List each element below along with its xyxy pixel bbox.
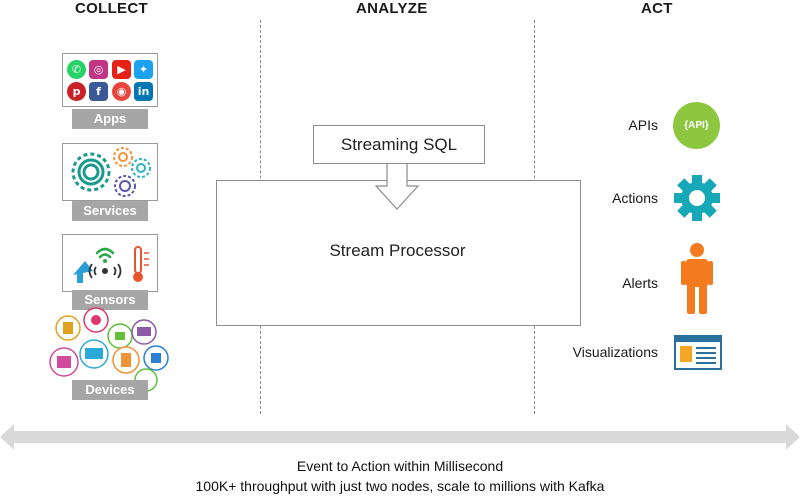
gears-icon	[71, 147, 151, 197]
footer-line-1: Event to Action within Millisecond	[296, 458, 504, 474]
timeline-arrow	[0, 424, 800, 450]
sensors-label: Sensors	[72, 290, 148, 310]
act-heading: ACT	[641, 0, 673, 17]
pinterest-icon: p	[67, 82, 86, 101]
whatsapp-icon: ✆	[67, 60, 86, 79]
youtube-icon: ▶	[112, 60, 131, 79]
instagram-icon: ◎	[89, 60, 108, 79]
alerts-label: Alerts	[622, 275, 658, 291]
collect-heading: COLLECT	[75, 0, 148, 17]
apps-label: Apps	[72, 109, 148, 129]
gear-icon	[674, 175, 720, 221]
down-arrow-icon	[374, 160, 420, 210]
devices-label: Devices	[72, 380, 148, 400]
api-icon: {API}	[673, 102, 720, 149]
footer-line-2: 100K+ throughput with just two nodes, sc…	[195, 478, 605, 494]
twitter-icon: ✦	[134, 60, 153, 79]
apis-label: APIs	[628, 117, 658, 133]
actions-label: Actions	[612, 190, 658, 206]
facebook-icon: f	[89, 82, 108, 101]
services-label: Services	[72, 201, 148, 221]
linkedin-icon: in	[134, 82, 153, 101]
chrome-icon: ◉	[112, 82, 131, 101]
api-badge-text: {API}	[684, 120, 709, 131]
person-icon	[681, 243, 713, 314]
sensors-box	[62, 234, 158, 292]
sensors-icon	[73, 246, 149, 283]
streaming-sql-box: Streaming SQL	[313, 125, 485, 164]
services-box	[62, 143, 158, 201]
devices-icon	[49, 307, 169, 392]
visualizations-label: Visualizations	[572, 344, 658, 360]
stream-processor-label: Stream Processor	[329, 241, 466, 260]
analyze-heading: ANALYZE	[356, 0, 428, 17]
dashboard-icon	[674, 335, 722, 370]
apps-box: ✆ ◎ ▶ ✦ p f ◉ in	[62, 53, 158, 107]
